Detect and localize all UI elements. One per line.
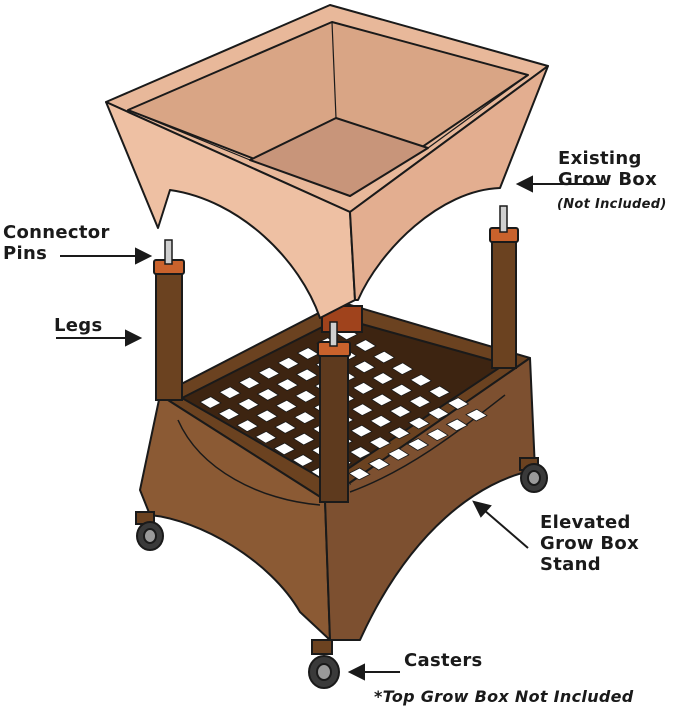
grid-hole	[277, 356, 300, 370]
label-existing-line1: Existing	[558, 148, 642, 169]
grid-hole	[387, 447, 410, 461]
grid-hole	[367, 457, 391, 471]
grid-hole	[349, 446, 372, 459]
grid-hole	[254, 430, 278, 444]
grow-box-center-edge	[349, 211, 356, 301]
leg-right	[491, 235, 517, 369]
label-existing-grow-box: Existing Grow Box	[558, 148, 657, 190]
label-connector-line1: Connector	[3, 222, 110, 243]
grid-hole	[406, 438, 430, 451]
grid-hole	[388, 426, 411, 440]
grid-hole	[218, 386, 242, 400]
grid-hole	[275, 399, 298, 413]
grow-box-front-left	[105, 101, 356, 319]
grid-hole	[352, 381, 375, 395]
grid-hole	[407, 416, 431, 430]
grid-hole	[237, 397, 260, 411]
grid-hole	[293, 411, 317, 425]
grid-hole	[350, 424, 373, 438]
pin-right	[499, 205, 508, 233]
grid-hole	[217, 407, 241, 421]
grid-hole	[257, 366, 281, 380]
grid-hole	[446, 397, 470, 410]
grid-hole	[351, 403, 374, 417]
grid-hole	[255, 409, 279, 423]
grid-hole	[408, 395, 432, 409]
grid-hole	[273, 442, 296, 456]
grid-hole	[370, 393, 394, 407]
arrow-elevated-stand	[483, 509, 529, 549]
grow-box-edge-3	[427, 74, 529, 149]
label-not-included: (Not Included)	[557, 197, 667, 212]
grid-hole	[369, 414, 393, 428]
grid-hole	[291, 454, 315, 467]
pin-front	[329, 321, 338, 347]
footnote: *Top Grow Box Not Included	[374, 687, 634, 706]
grid-hole	[199, 396, 222, 409]
grid-hole	[368, 436, 392, 450]
grow-box-front-right	[349, 65, 549, 301]
label-casters: Casters	[404, 650, 483, 671]
grow-box-edge-2	[331, 21, 337, 119]
grid-hole	[236, 419, 259, 433]
stand-left-arch	[177, 419, 321, 506]
grid-hole	[465, 408, 488, 422]
stand-front-left-face	[139, 394, 331, 641]
label-connector-pins: Connector Pins	[3, 222, 110, 264]
pin-left	[164, 239, 173, 265]
grid-hole	[295, 368, 319, 382]
grid-hole	[274, 421, 297, 434]
caster-right	[519, 457, 548, 493]
grid-hole	[348, 467, 371, 481]
existing-grow-box	[105, 4, 549, 319]
grid-hole	[276, 378, 299, 392]
grid-hole	[389, 405, 412, 418]
label-elevated-line1: Elevated	[540, 512, 631, 533]
leg-front	[319, 349, 349, 503]
grid-hole	[409, 373, 433, 387]
casters	[135, 457, 548, 689]
grid-hole	[353, 360, 376, 374]
grid-hole	[354, 339, 377, 352]
grid-hole	[256, 388, 280, 401]
caster-front	[308, 639, 340, 689]
grid-hole	[445, 418, 469, 432]
leg-left	[155, 267, 183, 401]
label-connector-line2: Pins	[3, 243, 48, 264]
callout-arrows	[56, 175, 608, 681]
label-elevated-line3: Stand	[540, 554, 601, 575]
stand-right-arch	[349, 394, 506, 493]
legs	[153, 227, 519, 503]
grid-hole	[428, 385, 451, 399]
connector-pins	[164, 205, 508, 347]
label-existing-line2: Grow Box	[558, 169, 658, 190]
grid-hole	[390, 383, 413, 397]
grid-hole	[292, 432, 316, 446]
grid-hole	[371, 372, 395, 385]
grid-hole	[372, 350, 396, 364]
grid-hole	[238, 376, 261, 390]
grid-hole	[427, 406, 450, 420]
stand-center-edge	[324, 499, 331, 641]
grow-box-edge-1	[127, 109, 251, 161]
label-elevated-line2: Grow Box	[540, 533, 640, 554]
grid-hole	[294, 389, 318, 403]
label-elevated-stand: Elevated Grow Box Stand	[540, 512, 639, 575]
grid-hole	[426, 428, 449, 442]
label-legs: Legs	[54, 315, 103, 336]
caster-left	[135, 511, 164, 551]
grid-hole	[391, 362, 414, 376]
